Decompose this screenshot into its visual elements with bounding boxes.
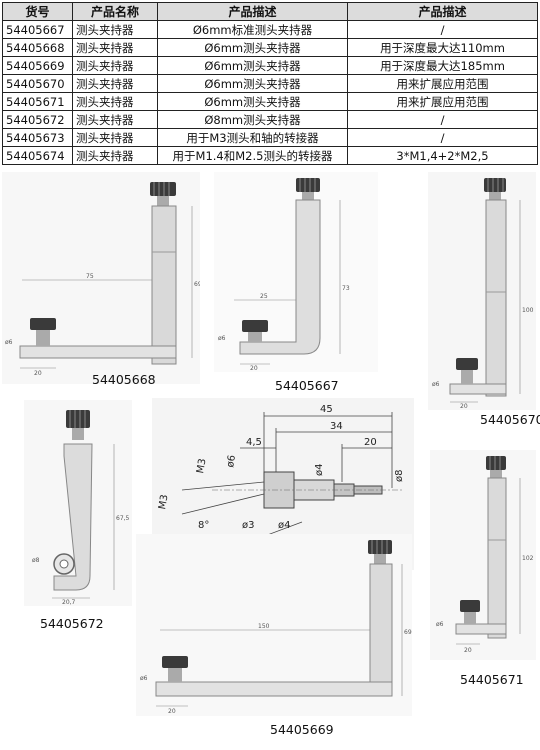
drawing-54405669: 150 69 ø6 20 [136,534,412,716]
dim-d2: ø4 [278,520,290,531]
dim-thread-2: M3 [195,458,208,475]
dim-diameter: ø6 [432,381,440,388]
dim-thread-1: M3 [157,494,170,511]
table-row: 54405669 测头夹持器 Ø6mm测头夹持器 用于深度最大达185mm [2,56,538,75]
dim-d4: ø8 [394,470,405,482]
caption-54405671: 54405671 [460,672,524,687]
dim-base: 20 [460,403,468,410]
dim-angle-1: 8° [198,520,209,531]
dim-mid: 34 [330,421,343,432]
dim-height: 69 [194,281,200,288]
dim-diameter: ø6 [436,621,444,628]
cell-sku: 54405673 [2,128,73,147]
probe-holder-668-drawing: 75 69 ø6 20 [2,172,200,384]
dim-diameter: ø8 [32,557,40,564]
probe-holder-670-drawing: 100 ø6 20 [428,172,536,410]
cell-desc: Ø6mm测头夹持器 [157,74,348,93]
dim-small: ø6 [225,454,238,468]
caption-54405670: 54405670 [480,412,540,427]
dim-height: 69 [404,629,412,636]
spec-table: 货号 产品名称 产品描述 产品描述 54405667 测头夹持器 Ø6mm标准测… [2,2,538,165]
cell-desc: Ø6mm测头夹持器 [157,92,348,111]
dim-base: 20 [168,708,176,715]
cell-desc: Ø6mm测头夹持器 [157,38,348,57]
cell-name: 测头夹持器 [72,146,158,165]
dim-base: 20 [34,370,42,377]
table-row: 54405671 测头夹持器 Ø6mm测头夹持器 用来扩展应用范围 [2,92,538,111]
header-sku: 货号 [2,2,73,21]
dim-length: 150 [258,623,270,630]
drawing-54405671: 102 ø6 20 [430,450,536,660]
cell-name: 测头夹持器 [72,56,158,75]
cell-desc: Ø6mm标准测头夹持器 [157,20,348,39]
dim-d3: ø4 [314,464,325,476]
caption-54405672: 54405672 [40,616,104,631]
probe-holder-669-drawing: 150 69 ø6 20 [136,534,412,716]
cell-desc2: 用来扩展应用范围 [347,74,538,93]
dim-height: 100 [522,307,534,314]
cell-sku: 54405668 [2,38,73,57]
drawing-54405672: 67,5 ø8 20,7 [24,400,132,606]
cell-name: 测头夹持器 [72,38,158,57]
header-description: 产品描述 [157,2,348,21]
cell-desc2: 用于深度最大达185mm [347,56,538,75]
dim-d1: ø3 [242,520,254,531]
probe-holder-671-drawing: 102 ø6 20 [430,450,536,660]
cell-desc2: / [347,20,538,39]
cell-name: 测头夹持器 [72,110,158,129]
dim-length: 75 [86,273,94,280]
cell-desc2: / [347,128,538,147]
cell-desc: 用于M1.4和M2.5测头的转接器 [157,146,348,165]
probe-holder-667-drawing: 25 73 ø6 20 [214,172,378,372]
cell-desc2: 用于深度最大达110mm [347,38,538,57]
cell-sku: 54405671 [2,92,73,111]
drawing-54405670: 100 ø6 20 [428,172,536,410]
table-row: 54405668 测头夹持器 Ø6mm测头夹持器 用于深度最大达110mm [2,38,538,57]
cell-desc2: 用来扩展应用范围 [347,92,538,111]
dim-base: 20 [250,365,258,372]
table-row: 54405670 测头夹持器 Ø6mm测头夹持器 用来扩展应用范围 [2,74,538,93]
drawing-54405668: 75 69 ø6 20 [2,172,200,384]
cell-desc: Ø6mm测头夹持器 [157,56,348,75]
cell-sku: 54405672 [2,110,73,129]
dim-length: 25 [260,293,268,300]
cell-sku: 54405670 [2,74,73,93]
cell-name: 测头夹持器 [72,20,158,39]
caption-54405669: 54405669 [270,722,334,737]
cell-desc2: 3*M1,4+2*M2,5 [347,146,538,165]
drawing-54405667: 25 73 ø6 20 [214,172,378,372]
dim-diameter: ø6 [218,335,226,342]
cell-desc: Ø8mm测头夹持器 [157,110,348,129]
dim-height: 67,5 [116,515,130,522]
dim-total: 45 [320,404,333,415]
cell-sku: 54405667 [2,20,73,39]
dim-base: 20 [464,647,472,654]
probe-holder-672-drawing: 67,5 ø8 20,7 [24,400,132,606]
table-row: 54405673 测头夹持器 用于M3测头和轴的转接器 / [2,128,538,147]
cell-name: 测头夹持器 [72,128,158,147]
dim-diameter: ø6 [5,339,13,346]
dim-base: 20,7 [62,599,76,606]
dim-step: 4,5 [246,437,262,448]
cell-name: 测头夹持器 [72,92,158,111]
header-description-2: 产品描述 [347,2,538,21]
cell-name: 测头夹持器 [72,74,158,93]
cell-sku: 54405669 [2,56,73,75]
dim-end: 20 [364,437,377,448]
table-row: 54405672 测头夹持器 Ø8mm测头夹持器 / [2,110,538,129]
cell-desc: 用于M3测头和轴的转接器 [157,128,348,147]
dim-height: 73 [342,285,350,292]
cell-desc2: / [347,110,538,129]
caption-54405668: 54405668 [92,372,156,387]
header-product-name: 产品名称 [72,2,158,21]
table-header-row: 货号 产品名称 产品描述 产品描述 [2,2,538,21]
dim-height: 102 [522,555,534,562]
dim-diameter: ø6 [140,675,148,682]
caption-54405667: 54405667 [275,378,339,393]
table-row: 54405674 测头夹持器 用于M1.4和M2.5测头的转接器 3*M1,4+… [2,146,538,165]
table-row: 54405667 测头夹持器 Ø6mm标准测头夹持器 / [2,20,538,39]
cell-sku: 54405674 [2,146,73,165]
